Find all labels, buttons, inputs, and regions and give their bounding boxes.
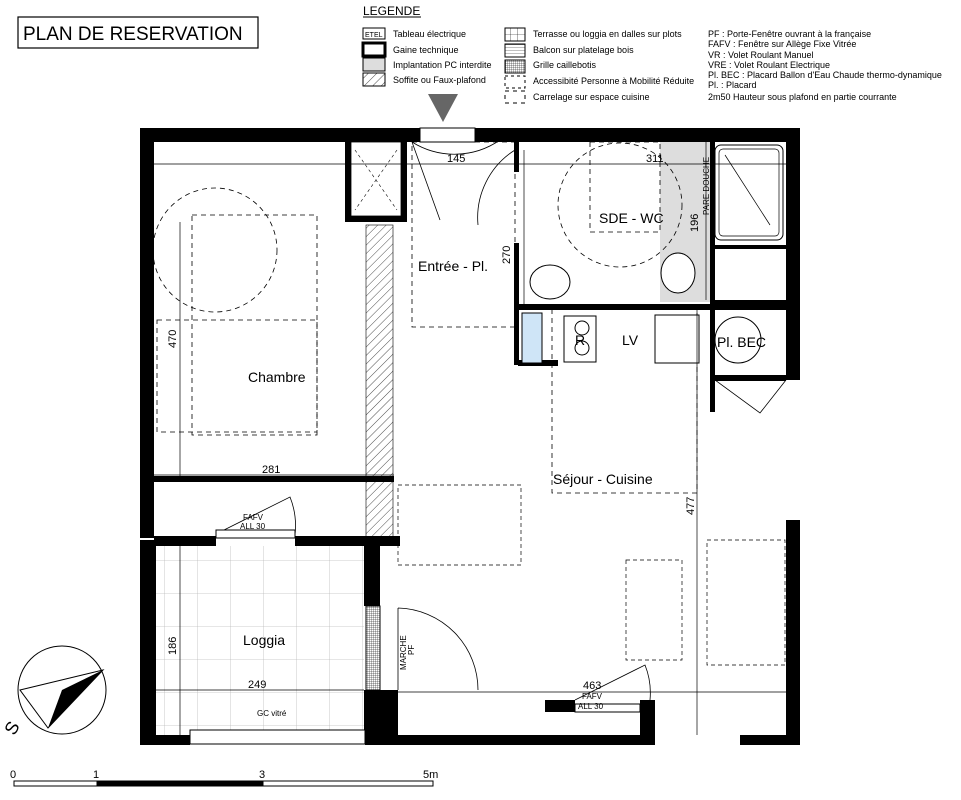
dim-281: 281: [262, 464, 280, 476]
legend-label: Tableau électrique: [393, 29, 466, 39]
scale-tick-label: 0: [10, 769, 16, 781]
pare-douche-label: PARE DOUCHE: [702, 157, 711, 215]
compass: S: [0, 645, 107, 738]
legend-heading: LEGENDE: [363, 4, 420, 18]
loggia-tiles: [156, 546, 364, 735]
burner-icon: [574, 320, 590, 336]
legend-abbreviation: Pl. BEC : Placard Ballon d'Eau Chaude th…: [708, 70, 942, 80]
washbasin: [529, 264, 571, 300]
dim-186: 186: [167, 637, 179, 655]
grille-caillebotis: [365, 605, 381, 691]
window-chambre: [215, 529, 296, 539]
gaine-icon: [361, 41, 387, 58]
dim-270: 270: [501, 246, 513, 264]
shower-diagonal: [724, 154, 771, 226]
shower-tray: [718, 148, 780, 237]
gc-vitre-label: GC vitré: [257, 709, 287, 718]
balcon-icon: [504, 43, 526, 58]
fafv-label-chambre: FAFV: [243, 513, 264, 522]
scale-tick-label: 1: [93, 769, 99, 781]
scale-tick-label: 5m: [423, 769, 438, 781]
pmr-circles: [152, 141, 698, 494]
etel-symbol-label: ETEL: [365, 32, 383, 39]
caillebotis-icon: [504, 59, 526, 74]
legend: LEGENDE ETEL Tableau électrique Gaine te…: [361, 4, 942, 122]
label-lv: LV: [622, 332, 639, 348]
fafv-label-sejour: FAFV: [582, 692, 603, 701]
furniture: [397, 484, 786, 666]
compass-south-label: S: [0, 718, 23, 738]
soffite-icon: [362, 72, 386, 87]
legend-label: Accessibité Personne à Mobilité Réduite: [533, 76, 694, 86]
sink: [654, 314, 700, 364]
burner-icon: [574, 340, 590, 356]
scale-tick-label: 3: [259, 769, 265, 781]
window-loggia: [189, 729, 366, 745]
water-heater: [714, 316, 762, 364]
dim-196: 196: [689, 214, 701, 232]
entry-door-opening: [419, 127, 476, 143]
soffite-area: [365, 224, 394, 538]
legend-abbreviation: Pl. : Placard: [708, 80, 757, 90]
page-title: PLAN DE RESERVATION: [23, 24, 243, 45]
dim-463: 463: [583, 680, 601, 692]
legend-label: Soffite ou Faux-plafond: [393, 75, 486, 85]
label-pl-bec: Pl. BEC: [717, 334, 766, 350]
legend-abbreviation: 2m50 Hauteur sous plafond en partie cour…: [708, 92, 897, 102]
fridge: [521, 312, 543, 364]
compass-ring: [17, 645, 107, 735]
label-r: R: [575, 332, 585, 348]
pf-label: PF: [407, 645, 416, 655]
dim-249: 249: [248, 679, 266, 691]
window-sejour: [574, 703, 641, 713]
legend-label: Gaine technique: [393, 45, 459, 55]
dim-477: 477: [685, 497, 697, 515]
legend-label: Balcon sur platelage bois: [533, 45, 634, 55]
legend-label: Implantation PC interdite: [393, 60, 492, 70]
room-entree: Entrée - Pl.: [418, 258, 488, 274]
room-sde-wc: SDE - WC: [599, 210, 664, 226]
room-loggia: Loggia: [243, 632, 285, 648]
legend-abbreviation: VRE : Volet Roulant Electrique: [708, 60, 830, 70]
room-chambre: Chambre: [248, 369, 306, 385]
marche-label: MARCHE: [399, 635, 408, 670]
pc-interdite-icon: [362, 57, 386, 72]
legend-label: Terrasse ou loggia en dalles sur plots: [533, 29, 682, 39]
gaine-cross: [354, 149, 398, 211]
legend-abbreviation: VR : Volet Roulant Manuel: [708, 50, 814, 60]
dim-311: 311: [646, 153, 664, 165]
legend-label: Grille caillebotis: [533, 60, 597, 70]
pmr-icon: [504, 75, 526, 89]
terrasse-icon: [504, 27, 526, 42]
legend-abbreviation: PF : Porte-Fenêtre ouvrant à la français…: [708, 29, 871, 39]
all30-label-sejour: ALL 30: [578, 702, 604, 711]
legend-abbreviation: FAFV : Fenêtre sur Allège Fixe Vitrée: [708, 39, 856, 49]
title-box: [17, 16, 259, 49]
all30-label-chambre: ALL 30: [240, 522, 266, 531]
room-sejour-cuisine: Séjour - Cuisine: [553, 471, 653, 487]
etel-symbol: [362, 27, 386, 40]
compass-needle-icon: [48, 670, 103, 728]
gaine-technique: [350, 141, 402, 217]
scale-bar: 0 1 3 5m: [10, 769, 438, 787]
dim-145: 145: [447, 153, 465, 165]
toilet: [660, 252, 696, 294]
carrelage-icon: [504, 90, 526, 104]
dim-470: 470: [167, 330, 179, 348]
legend-label: Carrelage sur espace cuisine: [533, 92, 650, 102]
entrance-arrow-icon: [428, 94, 458, 122]
dimension-lines: [140, 142, 800, 735]
